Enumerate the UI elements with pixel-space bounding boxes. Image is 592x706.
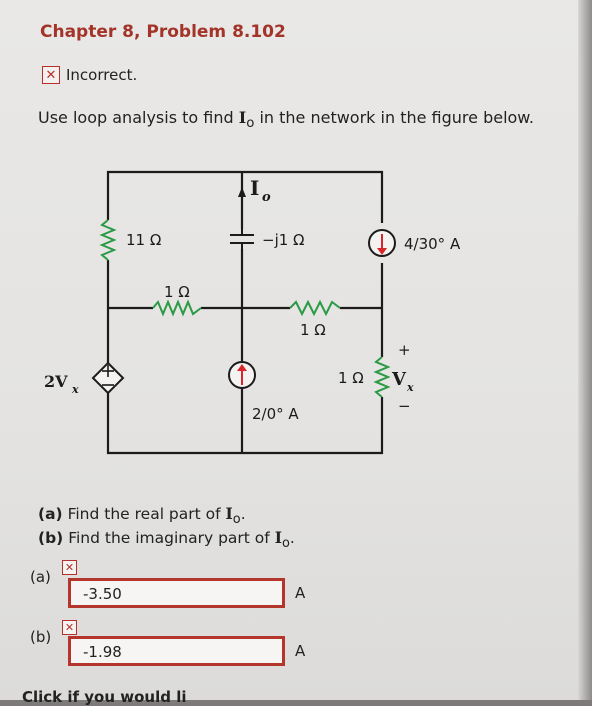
answer-b-input[interactable]: -1.98 <box>68 636 285 666</box>
label-r11: 11 Ω <box>126 231 161 249</box>
x-icon: ✕ <box>42 66 60 84</box>
label-cap: −j1 Ω <box>262 231 305 249</box>
answer-a-label: (a) <box>30 568 51 586</box>
label-vx-minus: − <box>398 397 411 415</box>
question-b: (b) Find the imaginary part of Io. <box>38 528 295 551</box>
x-icon: ✕ <box>62 620 77 635</box>
label-r1-right: 1 Ω <box>300 321 326 339</box>
outer-wire <box>106 170 384 455</box>
question-a-text: Find the real part of <box>67 505 226 523</box>
question-a-sub: o <box>232 512 241 528</box>
problem-suffix: in the network in the figure below. <box>254 108 535 127</box>
question-a: (a) Find the real part of Io. <box>38 504 246 527</box>
label-io-sub: o <box>262 190 271 205</box>
arrow-down-icon <box>377 248 387 255</box>
arrow-up-icon <box>237 364 247 371</box>
label-src2: 2/0° A <box>252 405 299 423</box>
problem-prefix: Use loop analysis to find <box>38 108 239 127</box>
help-link[interactable]: Click if you would li <box>22 688 187 706</box>
answer-b-label: (b) <box>30 628 52 646</box>
page-title: Chapter 8, Problem 8.102 <box>40 22 286 42</box>
io-arrow-icon <box>238 187 246 197</box>
circuit-diagram: 11 Ω −j1 Ω 4/30° A 1 Ω 1 Ω 1 Ω 2/0° A + … <box>44 170 461 455</box>
problem-sub: o <box>246 116 255 132</box>
answer-a-value: -3.50 <box>83 585 122 603</box>
answer-a-unit: A <box>295 584 306 602</box>
label-io: I <box>250 176 259 200</box>
label-vx-sub: x <box>406 381 414 394</box>
question-b-var: I <box>274 528 282 547</box>
problem-var: I <box>238 108 247 127</box>
question-b-tag: (b) <box>38 529 64 547</box>
question-b-sub: o <box>281 536 290 552</box>
label-dep-sub: x <box>71 383 79 396</box>
answer-b-value: -1.98 <box>83 643 122 661</box>
label-r1-mid: 1 Ω <box>164 283 190 301</box>
label-vx: V <box>391 369 407 390</box>
label-dep-src: 2V <box>44 372 68 391</box>
answer-b-unit: A <box>295 642 306 660</box>
question-a-tag: (a) <box>38 505 63 523</box>
question-a-var: I <box>225 504 233 523</box>
resistor-1-right <box>289 299 341 317</box>
question-a-dot: . <box>240 505 246 523</box>
page-edge <box>578 0 592 700</box>
question-b-dot: . <box>289 529 295 547</box>
label-r1-vx: 1 Ω <box>338 369 364 387</box>
label-vx-plus: + <box>398 341 411 359</box>
status-text: Incorrect. <box>66 66 138 84</box>
problem-statement: Use loop analysis to find Io in the netw… <box>38 108 534 131</box>
x-icon: ✕ <box>62 560 77 575</box>
label-src4: 4/30° A <box>404 235 461 253</box>
answer-a-input[interactable]: -3.50 <box>68 578 285 608</box>
question-b-text: Find the imaginary part of <box>68 529 275 547</box>
resistor-1-vx <box>373 356 391 398</box>
status-incorrect: ✕ Incorrect. <box>42 66 137 84</box>
dependent-source <box>91 361 125 395</box>
resistor-11 <box>99 219 117 261</box>
resistor-1-mid <box>152 299 202 317</box>
